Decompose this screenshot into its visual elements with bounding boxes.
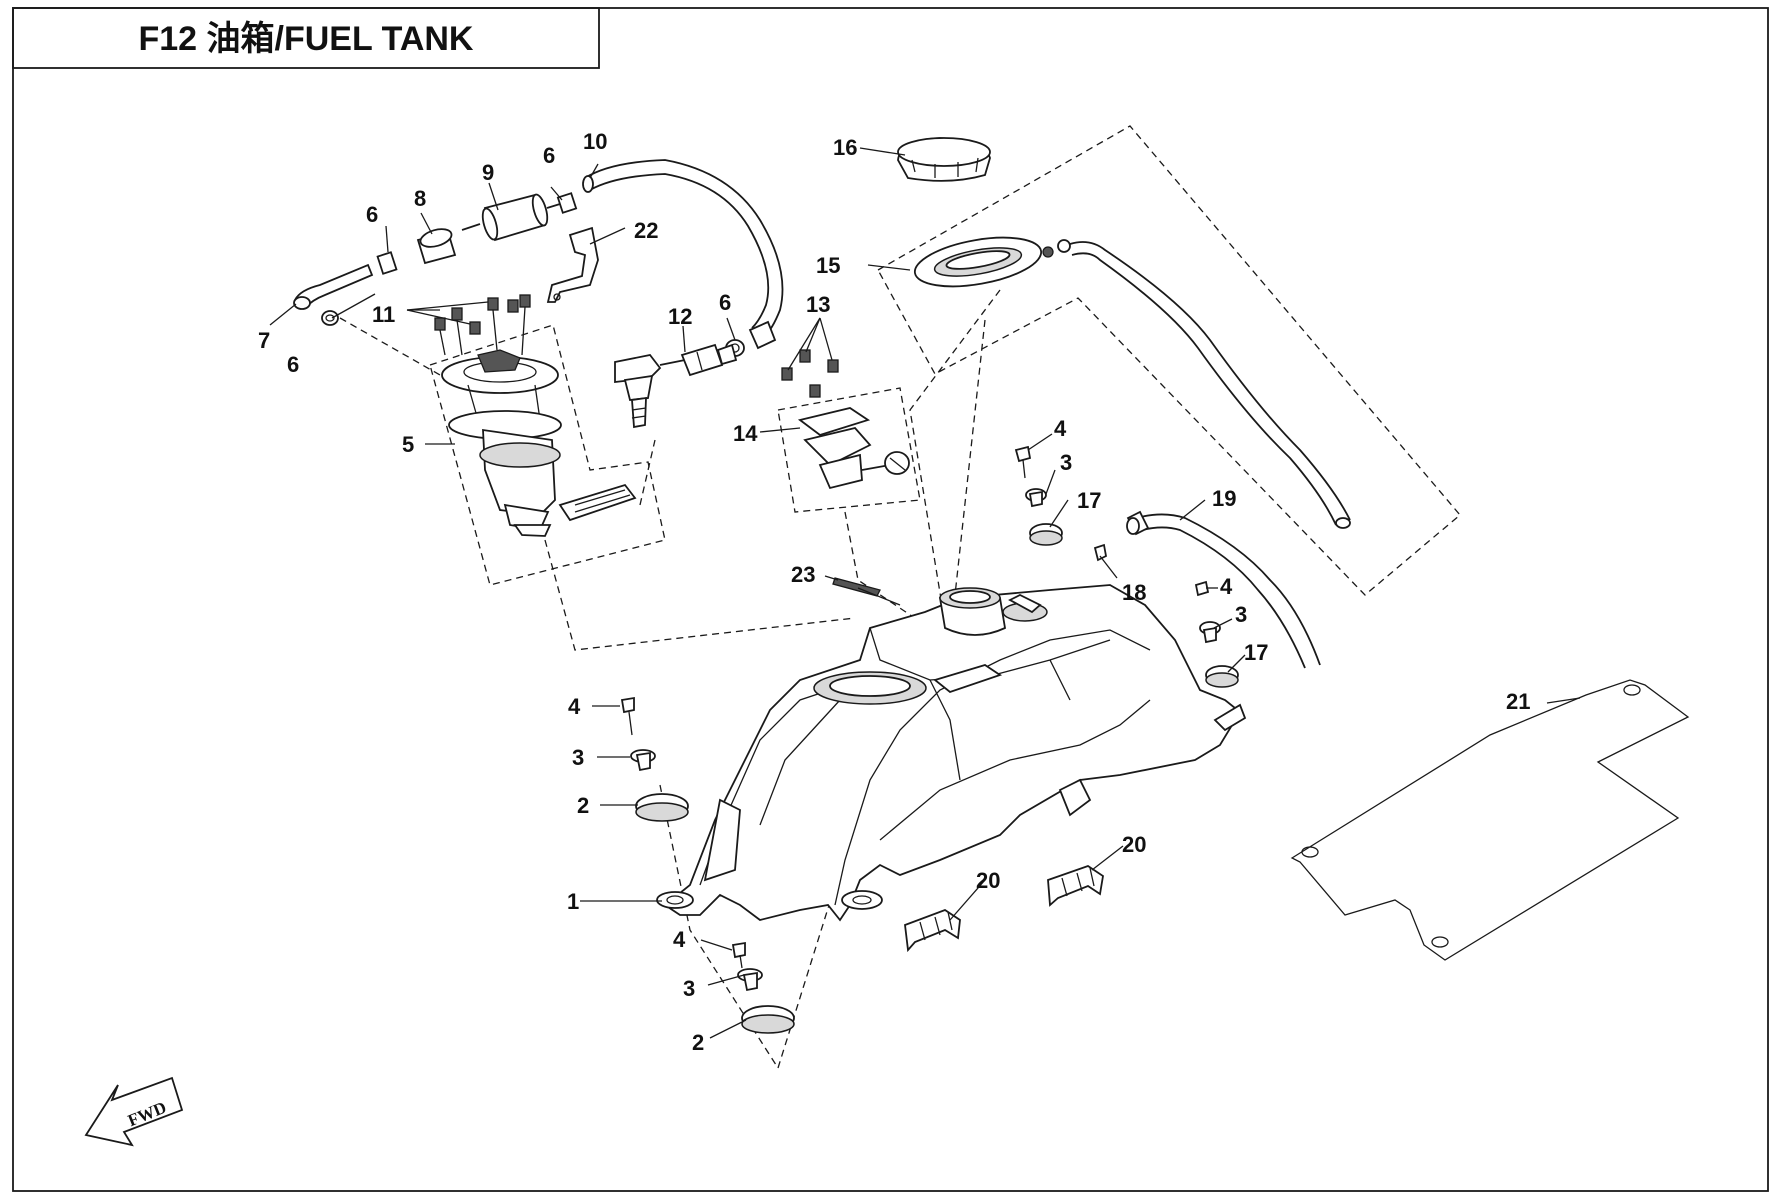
fuel-pump bbox=[441, 349, 637, 537]
part-label: 22 bbox=[634, 218, 658, 243]
rubber-pads bbox=[904, 865, 1104, 953]
part-label: 4 bbox=[673, 927, 686, 952]
fuel-tank bbox=[656, 584, 1247, 922]
part-label: 17 bbox=[1077, 488, 1101, 513]
filler-cap bbox=[897, 137, 991, 182]
part-label: 17 bbox=[1244, 640, 1268, 665]
right-upper-fasteners bbox=[1014, 445, 1239, 688]
part-label: 7 bbox=[258, 328, 270, 353]
part-label: 20 bbox=[1122, 832, 1146, 857]
title-box: F12 油箱/FUEL TANK bbox=[12, 7, 600, 69]
injector-connector bbox=[614, 343, 738, 429]
leader-lines bbox=[269, 147, 1581, 1039]
part-label: 4 bbox=[568, 694, 581, 719]
filler-neck-ring bbox=[913, 236, 1351, 529]
left-fasteners bbox=[620, 696, 795, 1034]
part-labels: 1 2 2 3 3 3 3 4 4 4 4 5 6 6 6 6 7 8 9 10… bbox=[258, 129, 1530, 1055]
vent-hose-19 bbox=[1093, 510, 1321, 669]
part-label: 21 bbox=[1506, 689, 1530, 714]
forward-direction-arrow: FWD bbox=[84, 1076, 184, 1147]
filler-cap-outline bbox=[877, 125, 1461, 596]
part-label: 4 bbox=[1054, 416, 1067, 441]
fuel-pump-outline bbox=[429, 324, 666, 586]
part-label: 15 bbox=[816, 253, 840, 278]
part-label: 9 bbox=[482, 160, 494, 185]
part-label: 6 bbox=[543, 143, 555, 168]
bracket bbox=[546, 226, 599, 303]
part-label: 23 bbox=[791, 562, 815, 587]
fuel-sensor-outline bbox=[777, 387, 921, 513]
part-label: 20 bbox=[976, 868, 1000, 893]
part-label: 18 bbox=[1122, 580, 1146, 605]
part-label: 11 bbox=[372, 302, 395, 327]
part-label: 6 bbox=[287, 352, 299, 377]
fuel-level-sensor bbox=[781, 349, 910, 490]
part-label: 16 bbox=[833, 135, 857, 160]
part-label: 6 bbox=[719, 290, 731, 315]
part-label: 19 bbox=[1212, 486, 1236, 511]
part-label: 13 bbox=[806, 292, 830, 317]
part-label: 2 bbox=[577, 793, 589, 818]
fuel-line-assembly bbox=[293, 159, 784, 357]
part-23-strip bbox=[832, 577, 901, 606]
part-label: 4 bbox=[1220, 574, 1233, 599]
diagram-frame bbox=[12, 7, 1769, 1192]
pump-screws bbox=[434, 294, 531, 356]
part-label: 3 bbox=[1060, 450, 1072, 475]
part-label: 5 bbox=[402, 432, 414, 457]
heat-shield bbox=[1290, 679, 1690, 961]
part-label: 8 bbox=[414, 186, 426, 211]
part-label: 3 bbox=[1235, 602, 1247, 627]
part-label: 2 bbox=[692, 1030, 704, 1055]
part-label: 12 bbox=[668, 304, 692, 329]
part-label: 3 bbox=[683, 976, 695, 1001]
page-title: F12 油箱/FUEL TANK bbox=[139, 20, 474, 58]
part-label: 1 bbox=[567, 889, 579, 914]
part-label: 10 bbox=[583, 129, 607, 154]
part-label: 6 bbox=[366, 202, 378, 227]
part-label: 3 bbox=[572, 745, 584, 770]
part-label: 14 bbox=[733, 421, 758, 446]
assembly-outlines bbox=[339, 125, 1461, 1069]
